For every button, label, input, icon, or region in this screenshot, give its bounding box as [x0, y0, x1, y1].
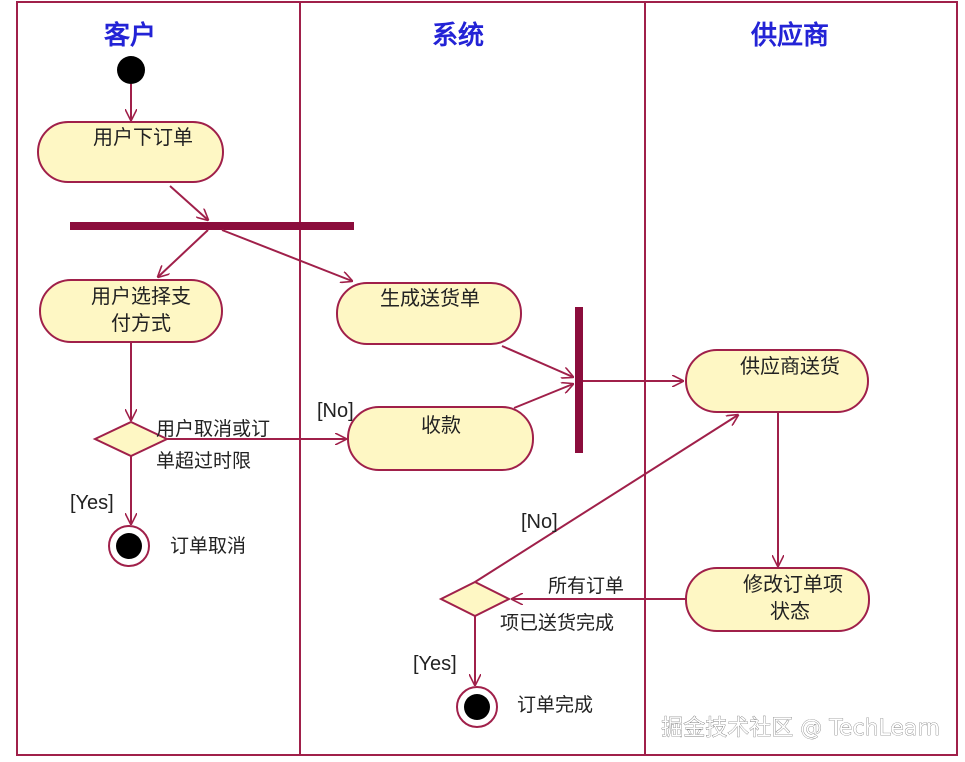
guard-no-ship: [No] — [521, 511, 558, 533]
activity-generate-delivery: 生成送货单 — [336, 282, 522, 345]
guard-yes-completed: [Yes] — [413, 653, 457, 675]
activity-update-item-status: 修改订单项 状态 — [685, 567, 870, 632]
flow-decision-to-ship — [474, 415, 738, 583]
decision-complete — [438, 580, 512, 618]
final-label-cancelled: 订单取消 — [170, 535, 246, 557]
guard-no-collect: [No] — [317, 400, 354, 422]
svg-text:生成送货单: 生成送货单 — [380, 286, 480, 310]
condition-cancel-line1: 用户取消或订 — [156, 418, 270, 440]
flow-edges — [131, 84, 778, 685]
join-bar — [575, 307, 583, 453]
activity-collect-payment: 收款 — [347, 406, 534, 471]
svg-text:用户下订单: 用户下订单 — [93, 125, 193, 149]
flow-collect-to-join — [513, 384, 573, 409]
svg-text:付方式: 付方式 — [111, 311, 171, 335]
guard-yes-cancelled: [Yes] — [70, 492, 114, 514]
lane-title-supplier: 供应商 — [750, 20, 829, 51]
activity-choose-payment: 用户选择支 付方式 — [39, 279, 223, 343]
svg-text:修改订单项: 修改订单项 — [743, 572, 843, 596]
fork-bar — [70, 222, 354, 230]
svg-text:用户选择支: 用户选择支 — [91, 284, 191, 308]
activity-place-order: 用户下订单 — [37, 121, 224, 183]
lane-title-system: 系统 — [432, 20, 484, 51]
activity-supplier-ship: 供应商送货 — [685, 349, 869, 413]
final-node-cancelled — [108, 525, 150, 567]
flow-delivery-to-join — [501, 345, 573, 377]
condition-complete-line2: 项已送货完成 — [500, 612, 614, 634]
flow-order-to-fork — [169, 185, 208, 220]
swimlane-frame — [16, 1, 958, 756]
svg-text:收款: 收款 — [421, 413, 461, 437]
condition-complete-line1: 所有订单 — [548, 575, 624, 597]
initial-node — [117, 56, 145, 84]
lane-title-customer: 客户 — [104, 20, 156, 51]
watermark: 掘金技术社区 @ TechLearn — [661, 716, 940, 741]
svg-text:状态: 状态 — [770, 599, 810, 623]
svg-text:供应商送货: 供应商送货 — [740, 354, 840, 378]
final-node-completed — [456, 686, 498, 728]
final-label-completed: 订单完成 — [517, 694, 593, 716]
flow-fork-to-delivery — [221, 229, 352, 281]
flow-fork-to-payment — [158, 229, 209, 277]
condition-cancel-line2: 单超过时限 — [156, 450, 251, 472]
